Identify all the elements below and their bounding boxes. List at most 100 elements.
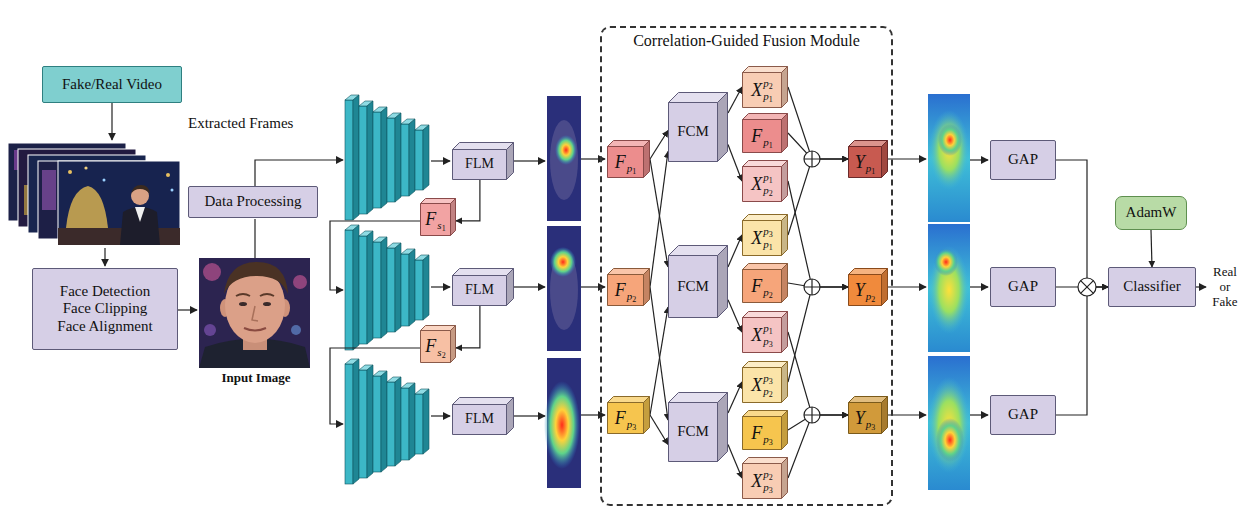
math-label: Fs2: [425, 334, 445, 359]
box-label: FCM: [677, 123, 709, 140]
cube-top: [743, 411, 788, 417]
cube-top: [608, 269, 650, 275]
script-letter: p: [763, 385, 769, 397]
cube-side: [782, 114, 788, 153]
module-cube: FCM: [668, 92, 728, 162]
script-letter: s: [437, 346, 441, 358]
feature-cube: Fp1: [742, 113, 788, 153]
map-ground: [928, 224, 970, 352]
classifier-box: Classifier: [1108, 267, 1196, 307]
module-cube: FLM: [452, 268, 514, 306]
connector: [728, 300, 742, 332]
connector: [788, 181, 848, 287]
image-caption: Input Image: [206, 371, 306, 386]
script-letter: p: [763, 286, 769, 298]
math-symbol: Y: [855, 281, 865, 299]
math-symbol: F: [615, 153, 626, 171]
mouth: [244, 328, 266, 331]
fusion-module: Correlation-Guided Fusion ModuleFp1Fp2Fp…: [600, 26, 893, 506]
process-box: Face Detection Face Clipping Face Alignm…: [32, 268, 178, 350]
heat-blob: [544, 381, 580, 469]
script-index: 2: [871, 295, 875, 304]
math-label: Fp2: [751, 274, 773, 299]
cube-side: [644, 269, 650, 306]
script-letter: p: [866, 162, 872, 174]
cube-front: [453, 276, 507, 306]
video-frames: [8, 143, 180, 245]
sum-circle: [804, 151, 820, 167]
cube-side: [782, 312, 788, 353]
script-letter: p: [763, 184, 769, 196]
math-label: Xp2p3: [751, 468, 773, 493]
cube-top: [608, 397, 650, 403]
cube-front: [743, 221, 782, 256]
desk: [58, 228, 180, 245]
math-label: Fs1: [425, 207, 445, 232]
map-ground: [547, 96, 581, 221]
cube-side: [507, 269, 514, 306]
cube-side: [718, 93, 728, 162]
math-scripts: p1p2: [763, 171, 773, 196]
box-label: Face Detection Face Clipping Face Alignm…: [49, 283, 161, 335]
wire: [254, 219, 255, 258]
connector: [650, 131, 668, 160]
cube-top: [453, 398, 514, 405]
script-letter: p: [763, 90, 769, 102]
script-row: p1: [763, 322, 773, 335]
math-label: Xp1p2: [751, 171, 773, 196]
arrow: [104, 248, 105, 266]
script-index: 2: [769, 291, 773, 300]
arrow: [178, 309, 197, 310]
eye: [239, 302, 247, 306]
cube-front: [669, 103, 718, 162]
feature-cube: Fs1: [420, 198, 456, 236]
pooling-box: GAP: [990, 140, 1056, 180]
cube-front: [421, 204, 451, 236]
math-scripts: p1: [763, 136, 773, 149]
cube-side: [718, 246, 728, 318]
output-cube: Yp3: [848, 396, 888, 434]
connector: [788, 87, 848, 159]
box-label: Classifier: [1123, 278, 1181, 295]
script-letter: p: [627, 162, 633, 174]
sum-cross: [804, 279, 820, 295]
cube-front: [743, 270, 782, 303]
math-symbol: X: [751, 376, 762, 394]
arrow: [431, 160, 450, 161]
script-index: 1: [442, 224, 446, 233]
heat-blob: [555, 135, 577, 165]
script-row: p1: [627, 162, 637, 175]
cube-side: [782, 362, 788, 403]
connector: [1056, 160, 1108, 287]
cube-side: [451, 326, 456, 363]
cube-front: [743, 368, 782, 403]
box-label: FLM: [465, 156, 494, 172]
math-symbol: F: [751, 277, 762, 295]
light-spot: [293, 275, 307, 289]
script-index: 2: [769, 189, 773, 198]
math-symbol: F: [615, 281, 626, 299]
script-index: 3: [769, 340, 773, 349]
script-index: 1: [769, 243, 773, 252]
step-label: Extracted Frames: [188, 115, 293, 132]
math-scripts: p3p2: [763, 372, 773, 397]
output-label: Real or Fake: [1207, 265, 1243, 310]
arrow: [970, 414, 988, 415]
connector: [1151, 230, 1152, 267]
script-letter: p: [763, 136, 769, 148]
photo-background: [199, 258, 310, 368]
arrow: [255, 160, 343, 186]
script-letter: p: [763, 468, 769, 480]
script-letter: p: [866, 290, 872, 302]
connector: [456, 306, 480, 348]
cube-side: [782, 67, 788, 108]
script-row: s1: [437, 219, 445, 232]
cube-side: [782, 411, 788, 450]
pooling-box: GAP: [990, 267, 1056, 307]
script-index: 3: [769, 230, 773, 239]
feature-cube: Xp1p3: [742, 311, 788, 353]
math-scripts: p1: [627, 162, 637, 175]
light-spot: [203, 263, 221, 281]
feature-cube: Fp1: [607, 140, 650, 178]
